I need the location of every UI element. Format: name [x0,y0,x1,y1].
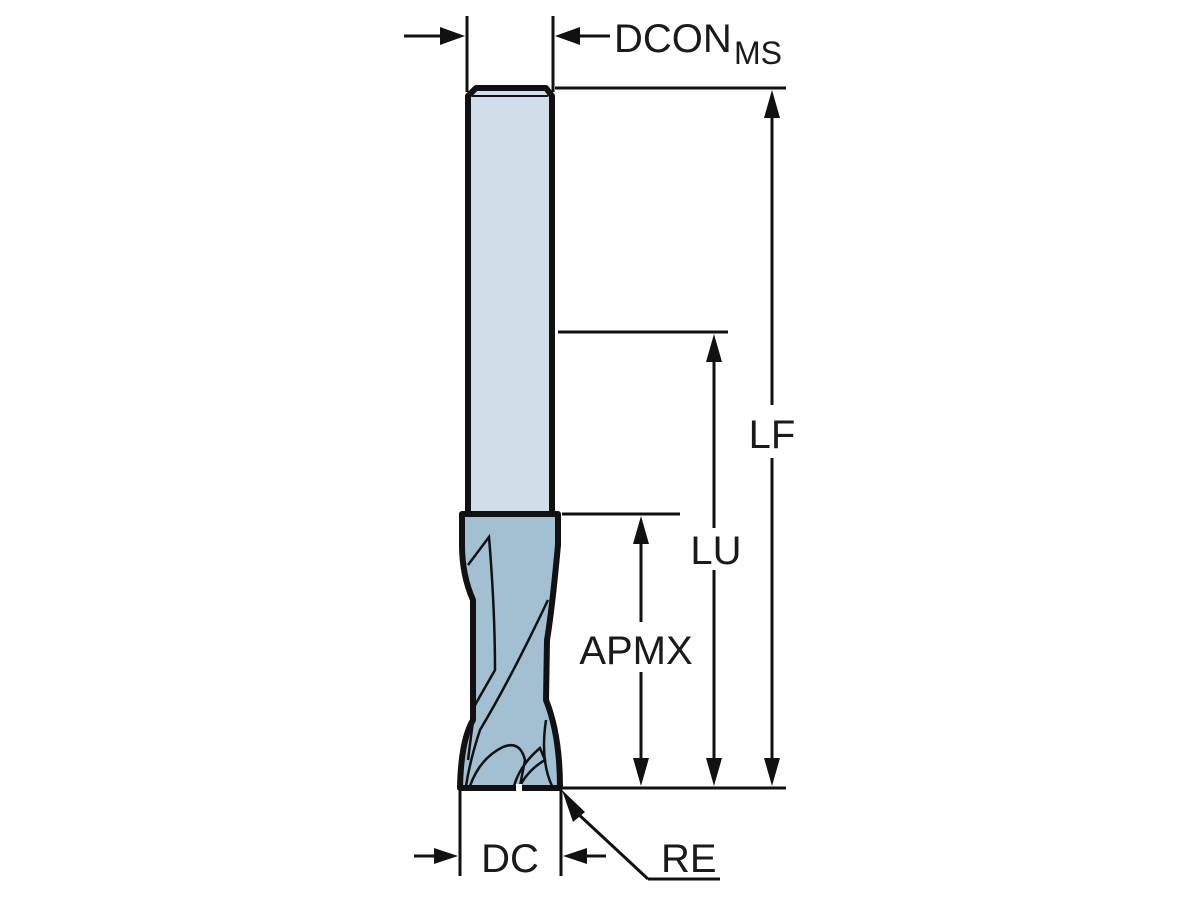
tool-shank [465,85,555,514]
dim-dc: DC [414,790,606,881]
label-re: RE [661,837,717,881]
label-lu: LU [690,529,741,573]
extension-lines [555,86,786,790]
label-dcon: DCON [614,17,732,61]
dim-lu: LU [690,334,742,786]
tool-flutes [457,511,563,792]
label-dcon-subscript: MS [734,35,782,71]
dim-apmx: APMX [579,516,693,786]
dim-dcon: DCON MS [404,16,782,92]
label-apmx: APMX [579,629,692,673]
dim-lf: LF [749,90,796,786]
label-dc: DC [481,837,539,881]
label-lf: LF [749,413,796,457]
dim-re: RE [562,790,720,881]
